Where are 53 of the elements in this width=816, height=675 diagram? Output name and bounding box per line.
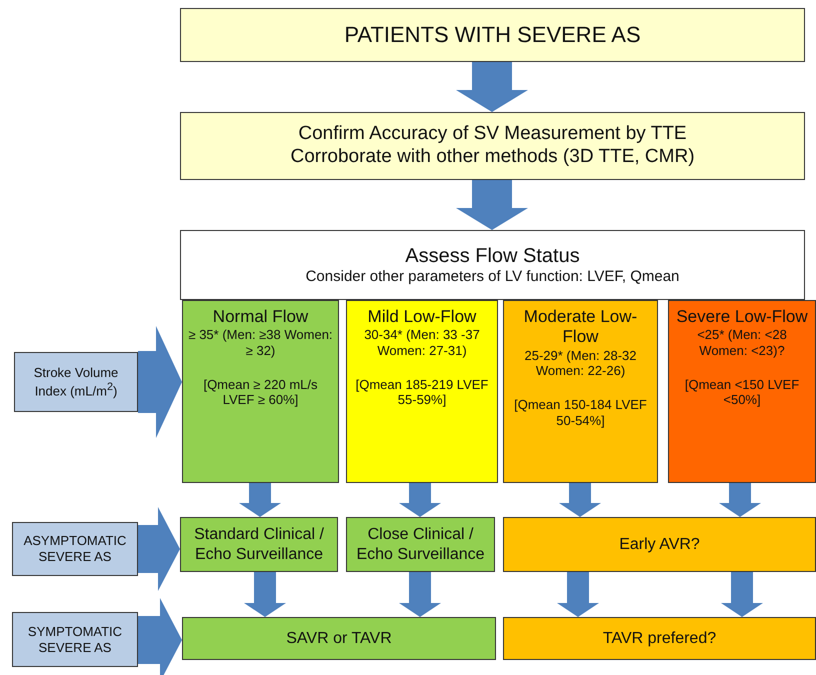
block-arrow (456, 180, 528, 230)
category-box (182, 300, 339, 483)
box-heading: Severe Low-Flow (676, 307, 808, 328)
box-text: 30-34* (Men: 33 -37 Women: 27-31) (363, 327, 481, 359)
block-arrow (399, 572, 441, 617)
box-heading: Confirm Accuracy of SV Measurement by TTE (298, 123, 687, 146)
box-text: SAVR or TAVR (286, 628, 392, 648)
box-text: <25* (Men: <28 Women: <23)? (696, 327, 788, 359)
block-arrow (138, 326, 182, 438)
box-text: Standard Clinical / Echo Surveillance (193, 525, 325, 564)
block-arrow (559, 483, 601, 517)
box-text: Stroke Volume Index (mL/m$^{2}$) (32, 365, 120, 399)
title-box (180, 8, 805, 62)
box-heading: Normal Flow (212, 307, 308, 328)
box-text: SYMPTOMATIC SEVERE AS (26, 624, 124, 656)
block-arrow (719, 483, 761, 517)
block-arrow (399, 483, 441, 517)
row-label-box (12, 522, 138, 576)
box-text: TAVR prefered? (602, 628, 716, 648)
box-text: ASYMPTOMATIC SEVERE AS (22, 533, 128, 565)
block-arrow (456, 62, 528, 112)
process-box (180, 230, 805, 300)
block-arrow (244, 572, 286, 617)
box-heading: Moderate Low-Flow (522, 307, 638, 348)
row-label-box (12, 612, 138, 667)
block-arrow (721, 572, 763, 617)
box-text: 25-29* (Men: 28-32 Women: 22-26) (523, 348, 638, 379)
process-box (346, 517, 495, 572)
block-arrow (557, 572, 599, 617)
block-arrow (239, 483, 281, 517)
box-text: [Qmean 150-184 LVEF 50-54%] (513, 396, 648, 428)
process-box (503, 617, 816, 660)
box-text: Corroborate with other methods (3D TTE, CMR) (290, 146, 695, 169)
box-text: [Qmean ≥ 220 mL/s LVEF ≥ 60%] (202, 376, 319, 408)
block-arrow (138, 598, 182, 675)
box-text: [Qmean <150 LVEF <50%] (684, 376, 800, 408)
process-box (503, 517, 816, 572)
box-text: ≥ 35* (Men: ≥38 Women: ≥ 32) (187, 327, 334, 359)
process-box (180, 112, 805, 180)
box-heading: Mild Low-Flow (368, 307, 476, 328)
box-text: [Qmean 185-219 LVEF 55-59%] (354, 376, 490, 408)
process-box (180, 517, 338, 572)
process-box (182, 617, 496, 660)
box-text: Consider other parameters of LV function: LVEF, Qmean (306, 268, 680, 286)
category-box (503, 300, 658, 483)
category-box (346, 300, 498, 483)
row-label-box (14, 352, 138, 412)
box-heading: Assess Flow Status (405, 244, 580, 268)
block-arrow (138, 507, 180, 591)
box-text: PATIENTS WITH SEVERE AS (344, 22, 641, 48)
box-text: Close Clinical / Echo Surveillance (355, 525, 486, 564)
category-box (668, 300, 816, 483)
box-text: Early AVR? (619, 534, 700, 554)
